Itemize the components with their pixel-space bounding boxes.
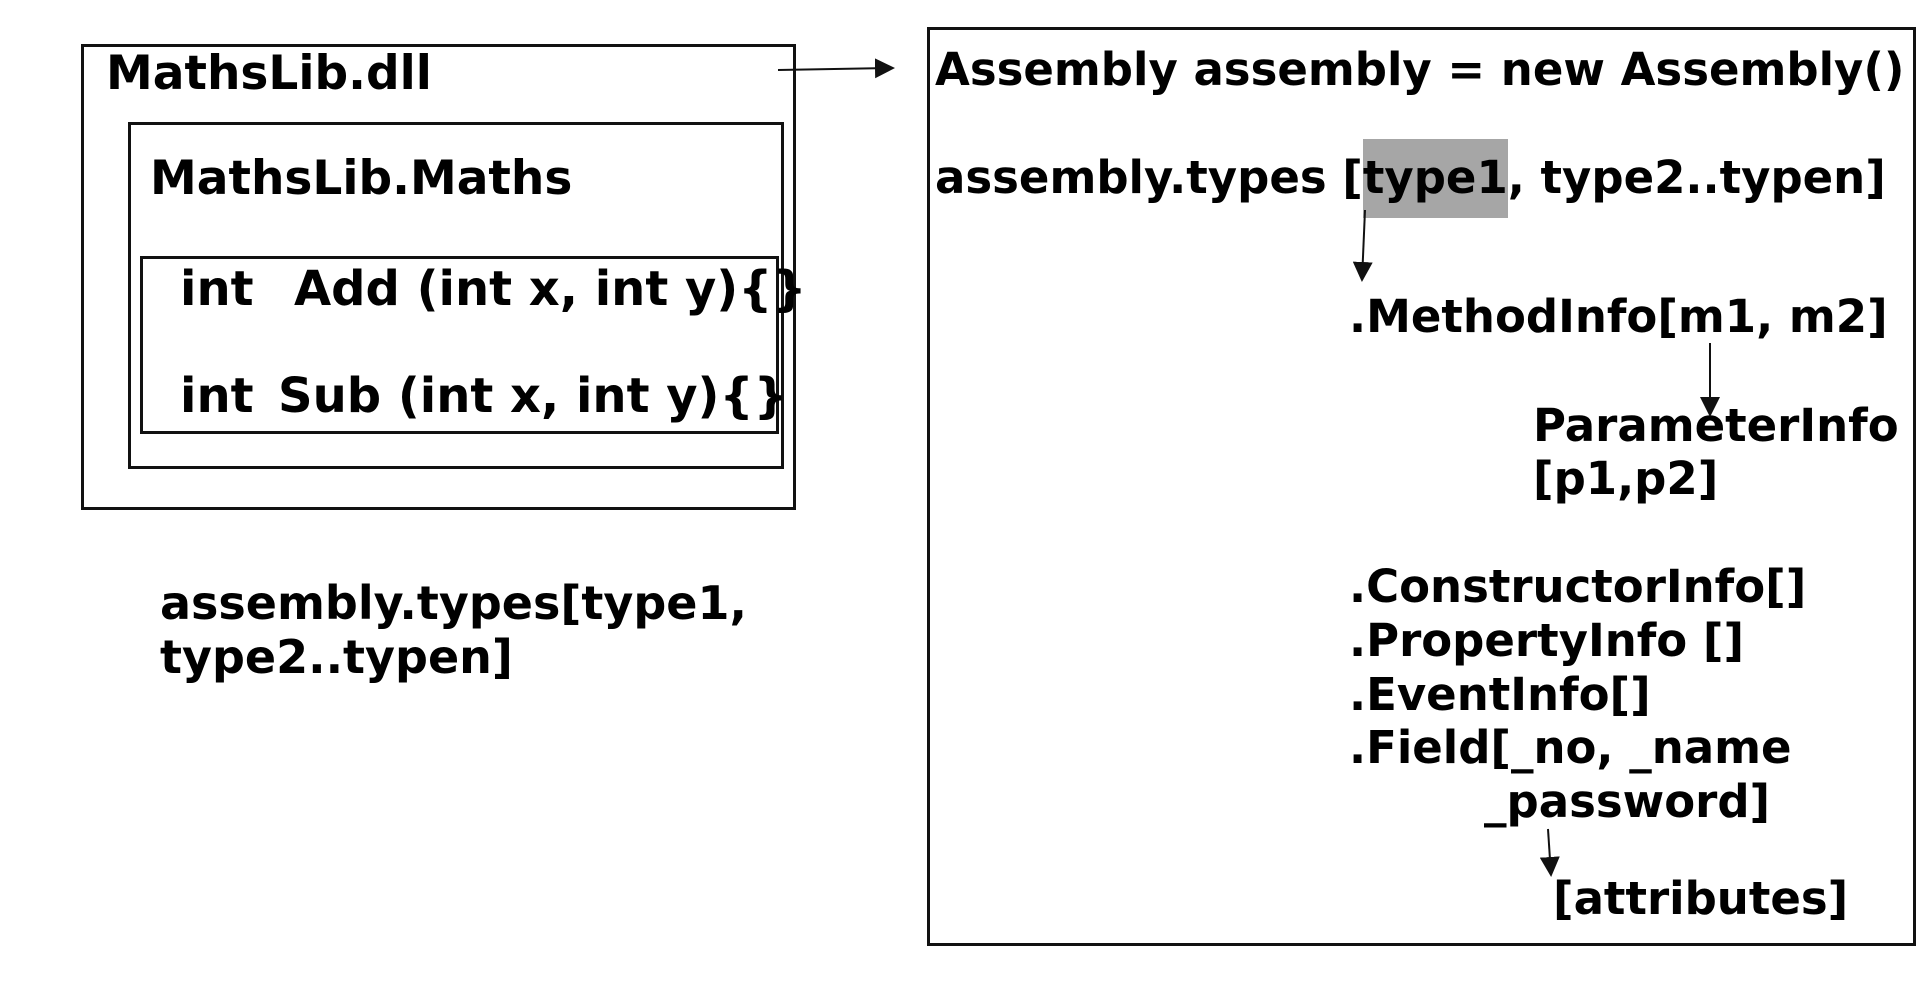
field-info-line1: .Field[_no, _name <box>1349 721 1792 774</box>
constructor-info: .ConstructorInfo[] <box>1349 560 1807 613</box>
assembly-instantiation: Assembly assembly = new Assembly() <box>935 43 1905 96</box>
method-sub-signature: Sub (int x, int y){} <box>278 368 788 424</box>
attributes: [attributes] <box>1553 872 1849 925</box>
type1-to-methodinfo-arrow <box>1352 209 1373 282</box>
event-info: .EventInfo[] <box>1349 668 1651 721</box>
type1-highlight: type1 <box>1362 139 1508 218</box>
dll-to-assembly-arrow <box>777 58 895 79</box>
dll-title: MathsLib.dll <box>106 46 432 101</box>
parameter-info-line2: [p1,p2] <box>1533 452 1719 505</box>
dll-box <box>81 44 796 510</box>
methods-box <box>140 256 779 434</box>
field-to-attributes-arrow <box>1539 828 1560 877</box>
caption-types-line1: assembly.types[type1, <box>160 576 747 630</box>
method-info: .MethodInfo[m1, m2] <box>1349 290 1888 343</box>
property-info: .PropertyInfo [] <box>1349 614 1745 667</box>
types-prefix: assembly.types [ <box>935 151 1363 204</box>
method-add-signature: Add (int x, int y){} <box>294 261 807 317</box>
caption-types-line2: type2..typen] <box>160 630 513 684</box>
method-sub-return-type: int <box>180 368 254 424</box>
field-info-line2: _password] <box>1484 775 1771 828</box>
class-title: MathsLib.Maths <box>150 151 573 206</box>
method-add-return-type: int <box>180 261 254 317</box>
types-suffix: , type2..typen] <box>1507 151 1886 204</box>
assembly-types-line: assembly.types [type1, type2..typen] <box>935 139 1886 218</box>
reflection-box <box>927 27 1916 946</box>
class-box <box>128 122 784 469</box>
